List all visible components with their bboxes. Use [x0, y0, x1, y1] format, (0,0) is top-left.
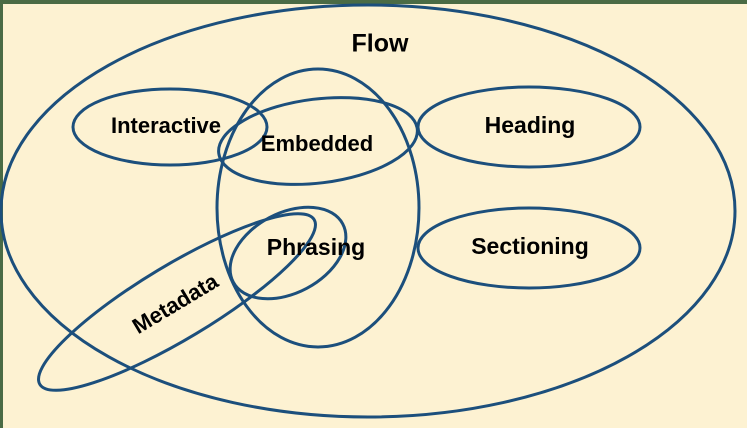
set-label-sectioning: Sectioning	[471, 233, 589, 259]
set-label-embedded: Embedded	[261, 131, 373, 156]
set-ellipse-heading[interactable]	[416, 85, 642, 169]
set-ellipse-flow[interactable]	[0, 3, 737, 419]
set-label-interactive: Interactive	[111, 113, 221, 138]
set-ellipse-interactive[interactable]	[71, 87, 269, 167]
set-ellipse-phrasing[interactable]	[214, 189, 361, 318]
set-label-flow: Flow	[352, 30, 409, 58]
set-ellipse-metadata[interactable]	[21, 188, 333, 416]
set-ellipse-sectioning[interactable]	[416, 206, 642, 290]
set-label-heading: Heading	[485, 112, 576, 138]
set-label-phrasing: Phrasing	[267, 234, 365, 260]
set-ellipse-phrasing-outer[interactable]	[215, 67, 421, 349]
top-border-strip	[0, 0, 747, 4]
